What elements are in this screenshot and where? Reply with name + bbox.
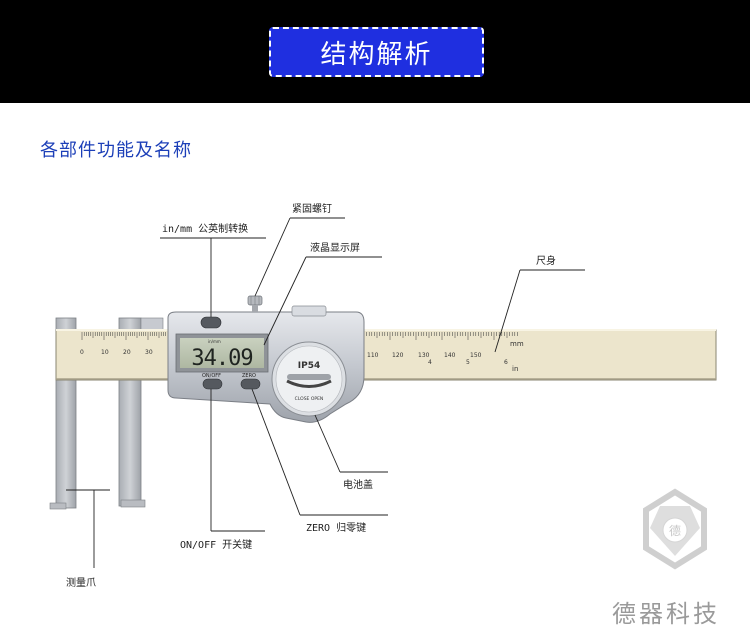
ruler-body-callout: 尺身: [536, 254, 556, 267]
lcd-unit-text: in/mm: [208, 339, 221, 344]
page-title: 结构解析: [269, 27, 484, 77]
scale-label: 10: [101, 349, 109, 356]
battery-cover[interactable]: IP54 CLOSE OPEN: [271, 341, 347, 417]
left-scale-labels: 0 10 20 30: [80, 349, 153, 356]
right-scale-labels: 110 120 130 140 150 4 5 6 mm in: [367, 340, 524, 373]
brand-name: 德器科技: [612, 600, 720, 628]
ip-rating-text: IP54: [298, 361, 320, 371]
header-bar: 结构解析: [0, 0, 750, 103]
onoff-label: ON/OFF: [202, 373, 221, 379]
lcd-screen: in/mm 34.09: [175, 333, 269, 373]
scale-label: 150: [470, 352, 482, 359]
lock-screw-icon: [247, 295, 263, 312]
unit-switch-button[interactable]: [200, 316, 222, 329]
lock-screw-callout: 紧固螺钉: [292, 203, 332, 215]
left-scale-ticks: [81, 332, 166, 340]
scale-label: 110: [367, 352, 379, 359]
scale-label: 140: [444, 352, 456, 359]
scale-label: 0: [80, 349, 84, 356]
unit-switch-callout: in/mm 公英制转换: [162, 222, 248, 235]
cover-direction-text: CLOSE OPEN: [295, 396, 324, 402]
leader-lines: [66, 217, 585, 568]
battery-cover-callout: 电池盖: [343, 478, 373, 491]
scale-label: 130: [418, 352, 430, 359]
inch-label: 4: [428, 359, 432, 366]
section-heading: 各部件功能及名称: [40, 140, 192, 161]
lcd-reading: 34.09: [191, 346, 252, 371]
onoff-button[interactable]: [202, 378, 223, 390]
zero-button[interactable]: [240, 378, 261, 390]
jaws-callout: 测量爪: [66, 576, 96, 589]
mm-unit-label: mm: [510, 340, 524, 348]
scale-label: 30: [145, 349, 153, 356]
scale-label: 120: [392, 352, 404, 359]
scale-label: 20: [123, 349, 131, 356]
zero-label: ZERO: [242, 373, 256, 379]
in-unit-label: in: [512, 365, 518, 373]
power-key-callout: ON/OFF 开关键: [180, 538, 252, 551]
lcd-screen-callout: 液晶显示屏: [310, 241, 360, 254]
brand-logo-icon: 德: [643, 488, 707, 570]
right-scale-ticks: [363, 332, 518, 340]
inch-label: 6: [504, 359, 508, 366]
inch-label: 5: [466, 359, 470, 366]
zero-key-callout: ZERO 归零键: [306, 521, 366, 534]
svg-text:德: 德: [669, 523, 681, 538]
ruler-beam: [55, 329, 717, 381]
